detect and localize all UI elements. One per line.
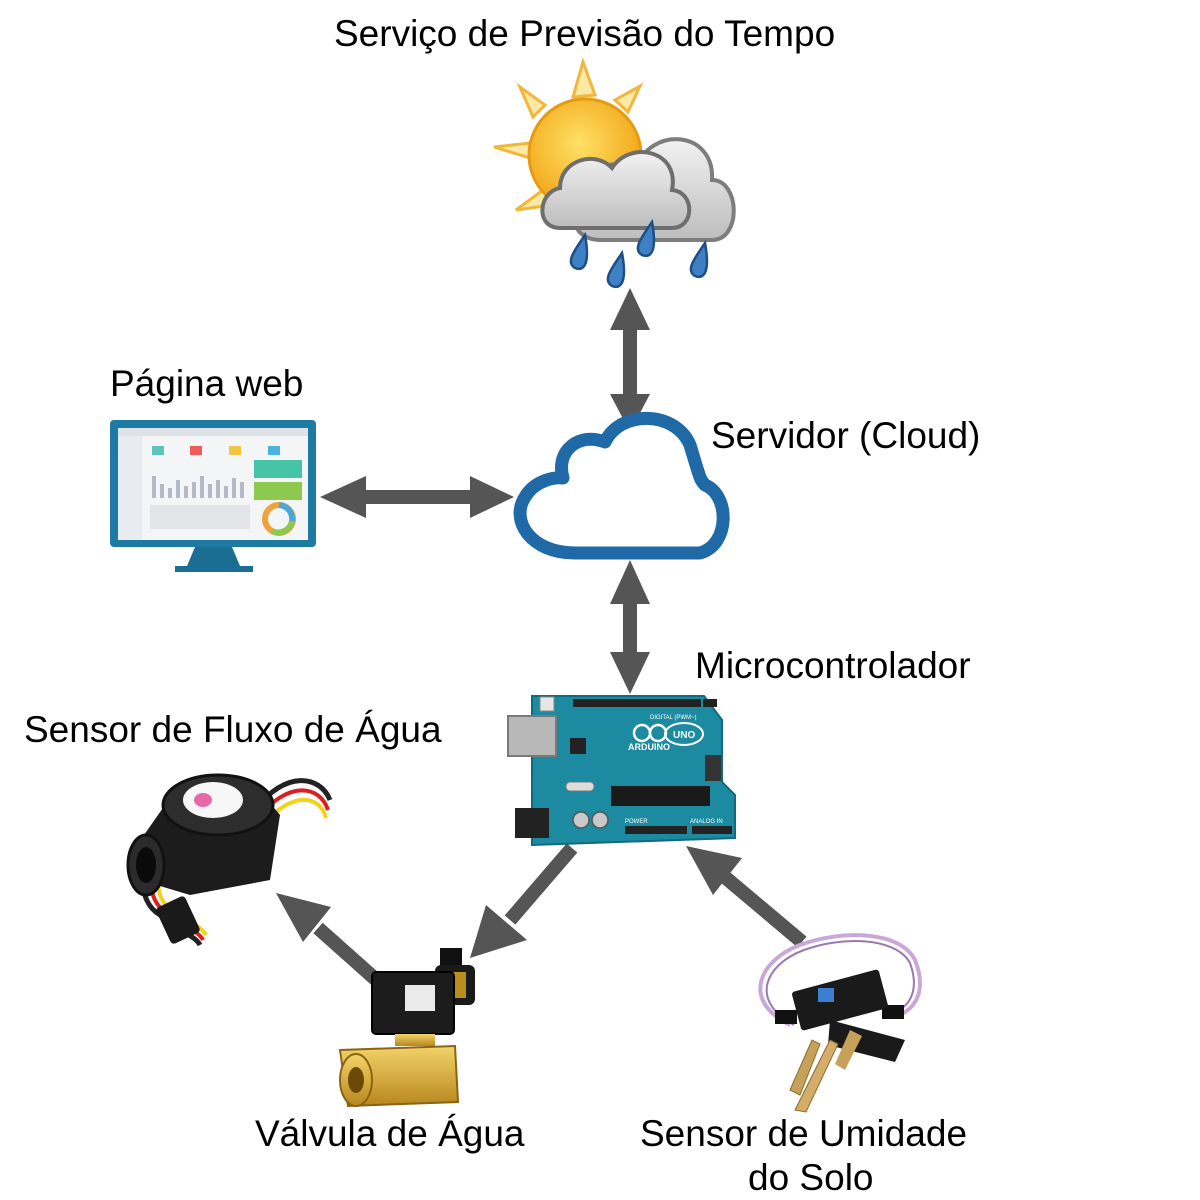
cloud-icon <box>513 411 730 560</box>
label-web-page: Página web <box>110 363 304 404</box>
soil-moisture-sensor-icon <box>758 933 922 1113</box>
board-analog-text: ANALOG IN <box>690 819 723 825</box>
flow-sensor-icon <box>126 773 333 947</box>
arrow-soilsensor-microcontroller <box>686 846 807 948</box>
arrow-webpage-server <box>320 476 514 518</box>
arrow-weather-server <box>610 288 650 432</box>
board-model-text: UNO <box>673 730 695 741</box>
board-digital-text: DIGITAL (PWM~) <box>650 715 697 721</box>
label-water-valve: Válvula de Água <box>255 1113 525 1154</box>
label-soil-sensor-line2: do Solo <box>748 1157 874 1198</box>
label-weather-service: Serviço de Previsão do Tempo <box>334 13 836 54</box>
arrow-server-microcontroller <box>610 560 650 694</box>
arrows <box>276 288 807 991</box>
board-power-text: POWER <box>625 819 648 825</box>
board-brand-text: ARDUINO <box>628 742 670 752</box>
solenoid-valve-icon <box>338 948 475 1108</box>
arduino-board-icon: ARDUINO UNO DIGITAL (PWM~) POWER ANALOG … <box>507 695 736 847</box>
label-soil-sensor-line1: Sensor de Umidade <box>640 1113 968 1154</box>
monitor-dashboard-icon <box>110 420 316 572</box>
label-server: Servidor (Cloud) <box>711 415 981 456</box>
weather-sun-cloud-rain-icon <box>493 57 736 289</box>
label-flow-sensor: Sensor de Fluxo de Água <box>24 709 442 750</box>
arrow-valve-flowsensor <box>276 893 387 991</box>
arrow-microcontroller-valve <box>470 843 578 958</box>
label-microcontroller: Microcontrolador <box>695 645 971 686</box>
